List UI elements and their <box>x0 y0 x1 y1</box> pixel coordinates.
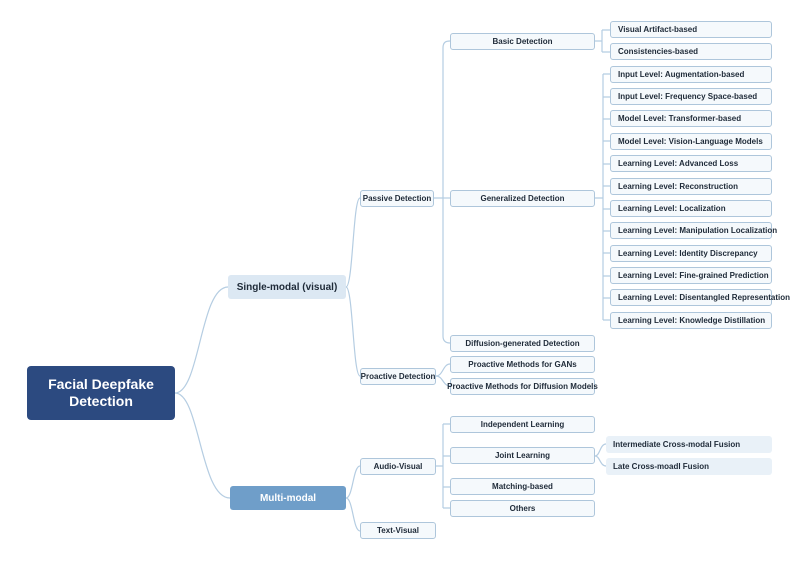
leaf-identity-discrepancy: Learning Level: Identity Discrepancy <box>610 245 772 262</box>
leaf-localization: Learning Level: Localization <box>610 200 772 217</box>
others-node: Others <box>450 500 595 517</box>
matching-based-node: Matching-based <box>450 478 595 495</box>
diffusion-generated-detection-node: Diffusion-generated Detection <box>450 335 595 352</box>
passive-detection-node: Passive Detection <box>360 190 434 207</box>
leaf-advanced-loss: Learning Level: Advanced Loss <box>610 155 772 172</box>
connector-root-multi <box>174 392 231 499</box>
connector-multi-audio <box>345 465 361 499</box>
connector-single-proactive <box>345 286 361 377</box>
connector-basic-children <box>595 29 610 53</box>
leaf-disentangled: Learning Level: Disentangled Representat… <box>610 289 790 306</box>
leaf-vision-language: Model Level: Vision-Language Models <box>610 133 772 150</box>
leaf-transformer: Model Level: Transformer-based <box>610 110 772 127</box>
basic-detection-node: Basic Detection <box>450 33 595 50</box>
connector-generalized-children <box>595 73 610 321</box>
leaf-manipulation-localization: Learning Level: Manipulation Localizatio… <box>610 222 777 239</box>
joint-learning-node: Joint Learning <box>450 447 595 464</box>
multi-modal-node: Multi-modal <box>230 486 346 510</box>
leaf-frequency: Input Level: Frequency Space-based <box>610 88 772 105</box>
leaf-consistencies: Consistencies-based <box>610 43 772 60</box>
audio-visual-node: Audio-Visual <box>360 458 436 475</box>
connector-passive-diffusion <box>442 335 451 344</box>
connector-proactive-gans <box>435 363 451 377</box>
connector-root-single <box>174 286 229 394</box>
root-node: Facial Deepfake Detection <box>27 366 175 420</box>
leaf-knowledge-distillation: Learning Level: Knowledge Distillation <box>610 312 772 329</box>
generalized-detection-node: Generalized Detection <box>450 190 595 207</box>
text-visual-node: Text-Visual <box>360 522 436 539</box>
leaf-late-fusion: Late Cross-moadl Fusion <box>606 458 772 475</box>
connector-proactive-diffusion <box>435 375 451 387</box>
leaf-fine-grained: Learning Level: Fine-grained Prediction <box>610 267 772 284</box>
connector-passive-spine <box>434 48 444 336</box>
leaf-augmentation: Input Level: Augmentation-based <box>610 66 772 83</box>
proactive-gans-node: Proactive Methods for GANs <box>450 356 595 373</box>
leaf-intermediate-fusion: Intermediate Cross-modal Fusion <box>606 436 772 453</box>
leaf-reconstruction: Learning Level: Reconstruction <box>610 178 772 195</box>
independent-learning-node: Independent Learning <box>450 416 595 433</box>
proactive-diffusion-node: Proactive Methods for Diffusion Models <box>447 378 598 395</box>
connector-audio-children <box>436 423 450 509</box>
connector-joint-children <box>594 443 607 467</box>
proactive-detection-node: Proactive Detection <box>360 368 436 385</box>
single-modal-node: Single-modal (visual) <box>228 275 346 299</box>
connector-multi-text <box>345 497 361 532</box>
connector-passive-basic <box>442 40 451 49</box>
connector-single-passive <box>345 197 361 288</box>
leaf-visual-artifact: Visual Artifact-based <box>610 21 772 38</box>
